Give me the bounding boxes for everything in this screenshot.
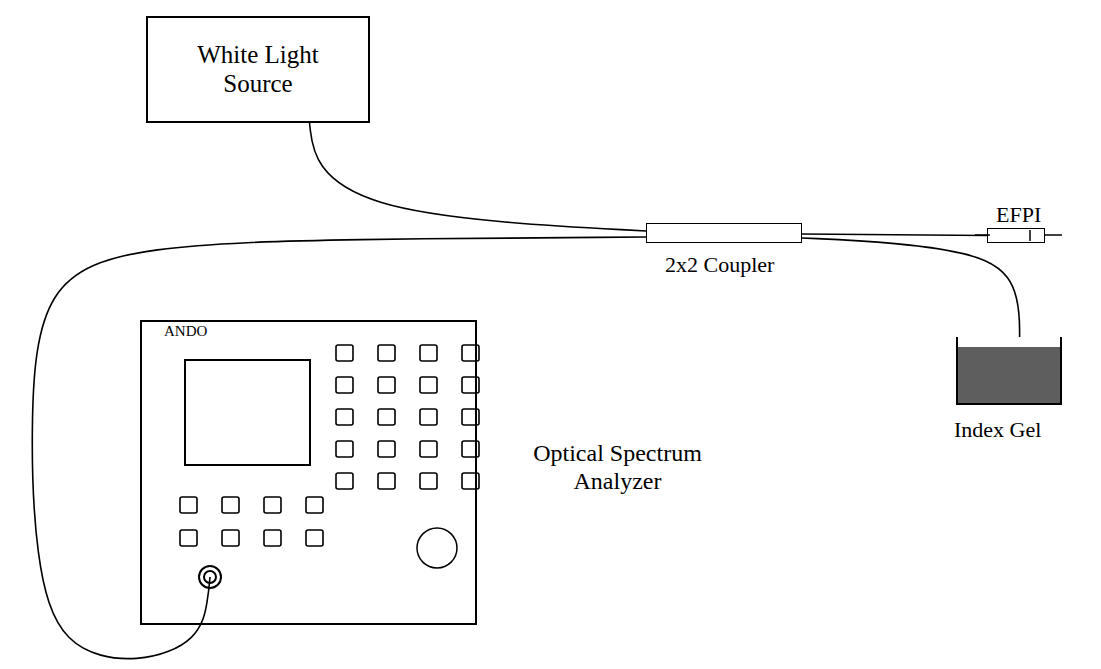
fiber-end (1045, 234, 1062, 236)
node-label: Index Gel (954, 417, 1041, 442)
efpi-gap (1029, 230, 1031, 241)
osa-button (306, 497, 323, 513)
node-label: EFPI (996, 202, 1041, 227)
osa-button (222, 497, 239, 513)
coupler-box: 2x2 Coupler (646, 223, 802, 243)
osa-button (378, 377, 395, 393)
index-gel-fill (958, 347, 1060, 403)
efpi-sensor: EFPI (987, 228, 1045, 243)
osa-screen (185, 360, 310, 465)
osa-button (420, 377, 437, 393)
osa-button (420, 473, 437, 489)
osa-button (378, 345, 395, 361)
osa-button (306, 530, 323, 546)
osa-button (264, 497, 281, 513)
osa-buttons (180, 345, 479, 546)
osa-button (222, 530, 239, 546)
osa-button (264, 530, 281, 546)
osa-button (378, 409, 395, 425)
osa-button (420, 441, 437, 457)
optical-fiber (802, 234, 987, 236)
osa-knob (417, 528, 457, 568)
osa-button (180, 530, 197, 546)
index-gel-container: Index Gel (956, 337, 1062, 405)
node-label: 2x2 Coupler (665, 252, 774, 277)
optical-fiber (802, 238, 1020, 337)
osa-button (420, 345, 437, 361)
node-label: White Light Source (183, 41, 333, 99)
osa-button (378, 441, 395, 457)
osa-button (378, 473, 395, 489)
osa-button (336, 441, 353, 457)
osa-button (336, 377, 353, 393)
osa-button (336, 345, 353, 361)
brand-label: ANDO (164, 323, 207, 340)
osa-button (336, 473, 353, 489)
node-label: Optical Spectrum Analyzer (505, 440, 730, 495)
optical-fiber (310, 123, 646, 231)
osa-button (180, 497, 197, 513)
source-box: White Light Source (146, 16, 370, 123)
osa-button (420, 409, 437, 425)
spectrum-analyzer: ANDOOptical Spectrum Analyzer (140, 320, 477, 625)
osa-button (336, 409, 353, 425)
